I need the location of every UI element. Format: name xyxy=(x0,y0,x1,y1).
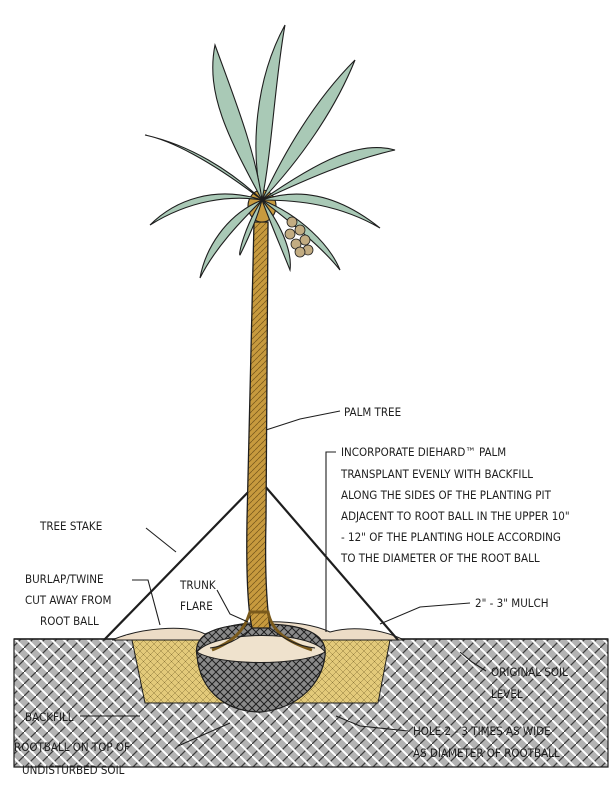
label-hole-line-2: AS DIAMETER OF ROOTBALL xyxy=(413,746,560,760)
label-diehard-line-6: TO THE DIAMETER OF THE ROOT BALL xyxy=(340,551,540,565)
label-orig-soil-line-1: ORIGINAL SOIL xyxy=(491,665,568,679)
label-mulch: 2" - 3" MULCH xyxy=(475,596,549,610)
label-diehard-line-4: ADJACENT TO ROOT BALL IN THE UPPER 10" xyxy=(341,509,570,523)
palm-crown xyxy=(145,25,395,278)
label-hole-line-1: HOLE 2 - 3 TIMES AS WIDE xyxy=(413,724,551,738)
label-diehard-line-1: INCORPORATE DIEHARD™ PALM xyxy=(341,445,506,459)
label-backfill: BACKFILL xyxy=(25,710,74,724)
leader-trunk-flare xyxy=(217,590,248,622)
label-tree-stake: TREE STAKE xyxy=(39,519,102,533)
label-palm-tree: PALM TREE xyxy=(344,405,401,419)
leader-palm-tree xyxy=(266,411,340,430)
label-trunk-flare-line-2: FLARE xyxy=(180,599,213,613)
leader-tree-stake xyxy=(146,528,176,552)
label-rootball-line-1: ROOTBALL ON TOP OF xyxy=(14,740,130,754)
label-trunk-flare-line-1: TRUNK xyxy=(179,578,216,592)
label-diehard-line-2: TRANSPLANT EVENLY WITH BACKFILL xyxy=(340,467,533,481)
label-diehard-line-3: ALONG THE SIDES OF THE PLANTING PIT xyxy=(341,488,552,502)
label-rootball-line-2: UNDISTURBED SOIL xyxy=(22,763,125,777)
label-burlap-line-1: BURLAP/TWINE xyxy=(25,572,104,586)
label-burlap-line-2: CUT AWAY FROM xyxy=(25,593,111,607)
label-burlap-line-3: ROOT BALL xyxy=(40,614,99,628)
label-diehard-line-5: - 12" OF THE PLANTING HOLE ACCORDING xyxy=(341,530,561,544)
leader-mulch xyxy=(380,603,470,624)
palm-trunk xyxy=(210,222,315,650)
leader-diehard xyxy=(326,452,336,632)
label-orig-soil-line-2: LEVEL xyxy=(491,687,523,701)
